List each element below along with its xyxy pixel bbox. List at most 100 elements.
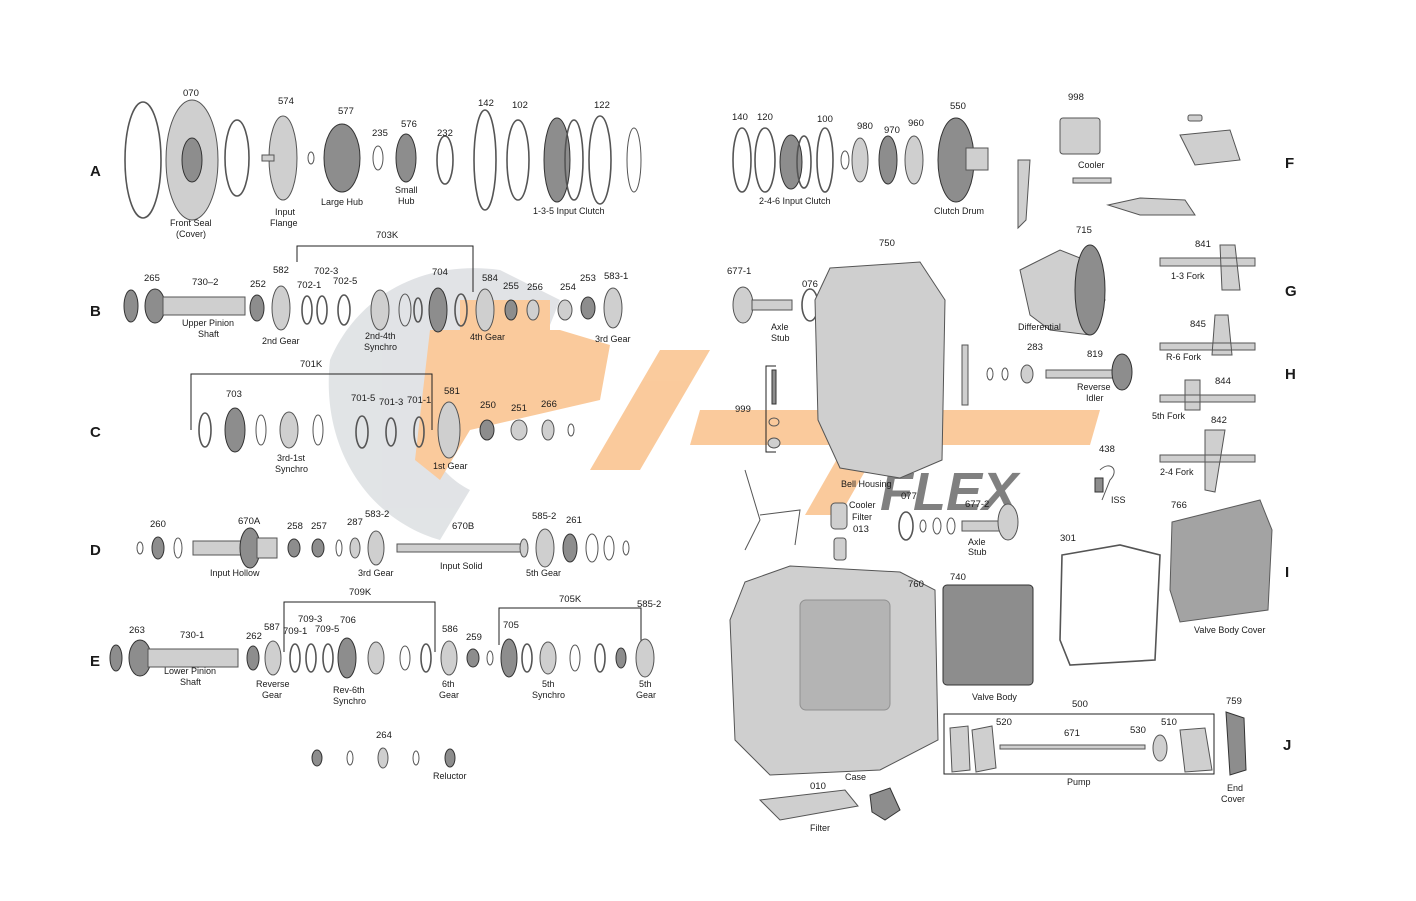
bearing-255	[504, 299, 518, 321]
part-number-766: 766	[1171, 500, 1187, 511]
part-number-703k: 703K	[376, 230, 399, 241]
part-number-100: 100	[817, 114, 833, 125]
label-synchro-5th: 5th	[542, 679, 555, 689]
part-number-264: 264	[376, 730, 392, 741]
part-number-585-2-d: 585-2	[532, 511, 556, 522]
clutch-pack-246	[779, 134, 803, 190]
part-960	[904, 135, 924, 185]
part-number-550: 550	[950, 101, 966, 112]
part-number-530: 530	[1130, 725, 1146, 736]
label-bell-housing: Bell Housing	[841, 479, 892, 489]
label-lower-pinion: Lower Pinion	[164, 666, 216, 676]
part-number-841: 841	[1195, 239, 1211, 250]
part-number-253: 253	[580, 273, 596, 284]
iss-sensor-part	[1099, 465, 1115, 501]
ring-102	[506, 119, 530, 201]
fork-13-part	[1159, 244, 1256, 291]
row-label-f: F	[1285, 155, 1294, 172]
ring-b2	[932, 517, 942, 535]
label-synchro-2-4: 2nd-4th	[365, 331, 396, 341]
label-gear-5th-e: 5th	[639, 679, 652, 689]
synchro-3-1	[279, 411, 299, 449]
part-number-254: 254	[560, 282, 576, 293]
part-number-250: 250	[480, 400, 496, 411]
part-number-999: 999	[735, 404, 751, 415]
gear-5th-d	[535, 528, 555, 568]
part-number-235: 235	[372, 128, 388, 139]
part-number-583-1: 583-1	[604, 271, 628, 282]
gasket-301	[1059, 544, 1161, 666]
part-number-510: 510	[1161, 717, 1177, 728]
ring-m1	[986, 367, 994, 381]
part-number-704: 704	[432, 267, 448, 278]
ring-d4	[585, 533, 599, 563]
label-small-hub-2: Hub	[398, 196, 415, 206]
label-rev6-synchro-2: Synchro	[333, 696, 366, 706]
ring-704b	[454, 293, 468, 327]
label-gear-5th-e-2: Gear	[636, 690, 656, 700]
part-number-702-3: 702-3	[314, 266, 338, 277]
part-number-730-2: 730–2	[192, 277, 218, 288]
input-hollow-shaft	[192, 540, 244, 556]
label-input-hollow: Input Hollow	[210, 568, 260, 578]
axle-stub-1-shaft	[751, 299, 793, 311]
ring-e1	[420, 643, 432, 673]
input-flange-shaft	[261, 154, 275, 162]
part-e-bottom-2	[346, 750, 354, 766]
part-number-677-1: 677-1	[727, 266, 751, 277]
row-label-i: I	[1285, 564, 1289, 581]
label-cooler-filter-2: Filter	[852, 512, 872, 522]
small-ring-a2	[307, 151, 315, 165]
ring-701-5	[355, 415, 369, 449]
synchro-rev-6	[367, 641, 385, 675]
synchro-2-4	[370, 289, 390, 331]
label-gear-6th: 6th	[442, 679, 455, 689]
label-gear-3rd-b: 3rd Gear	[595, 334, 631, 344]
part-number-980: 980	[857, 121, 873, 132]
ring-d5	[603, 535, 615, 561]
part-number-585-2-e: 585-2	[637, 599, 661, 610]
row-c-labels: 701K 703 701-5 701-3 701-1 581 250 251 2…	[226, 359, 557, 474]
pump-part-530	[1152, 734, 1168, 762]
part-number-287: 287	[347, 517, 363, 528]
part-number-252: 252	[250, 279, 266, 290]
label-synchro-5th-2: Synchro	[532, 690, 565, 700]
part-number-760: 760	[908, 579, 924, 590]
ring-704	[428, 287, 448, 333]
part-number-301: 301	[1060, 533, 1076, 544]
row-d-parts	[136, 527, 630, 569]
ring-709-3	[305, 643, 317, 673]
valve-body-cover-part	[1169, 499, 1273, 623]
axle-stub-2-flange	[997, 503, 1019, 541]
right-top-labels: 140 120 100 980 970 960 550 998 2-4-6 In…	[732, 92, 1105, 216]
part-number-960: 960	[908, 118, 924, 129]
part-number-701-3: 701-3	[379, 397, 403, 408]
upper-pinion-shaft	[162, 296, 246, 316]
label-end-cover-2: Cover	[1221, 794, 1245, 804]
ring-122	[588, 115, 612, 205]
bearing-257	[311, 538, 325, 558]
ring-f1	[840, 150, 850, 170]
label-reluctor: Reluctor	[433, 771, 467, 781]
bracket-705k	[498, 607, 642, 645]
gear-2nd	[271, 285, 291, 331]
case-part	[729, 565, 939, 776]
spacer-256	[526, 299, 540, 321]
part-number-715: 715	[1076, 225, 1092, 236]
part-number-730-1: 730-1	[180, 630, 204, 641]
spacer-251	[510, 419, 528, 441]
part-number-587: 587	[264, 622, 280, 633]
label-valve-body-cover: Valve Body Cover	[1194, 625, 1265, 635]
case-opening	[799, 599, 891, 711]
lower-pinion-shaft	[147, 648, 239, 668]
row-d-labels: 260 670A 258 257 287 583-2 670B 585-2 26…	[150, 509, 582, 578]
gear-6th	[440, 640, 458, 676]
part-number-520: 520	[996, 717, 1012, 728]
label-reverse-idler-2: Idler	[1086, 393, 1104, 403]
row-label-a: A	[90, 163, 101, 180]
part-number-842: 842	[1211, 415, 1227, 426]
part-number-577: 577	[338, 106, 354, 117]
ring-b-extra	[413, 297, 423, 323]
reverse-idler-gear	[1111, 353, 1133, 391]
part-number-255: 255	[503, 281, 519, 292]
